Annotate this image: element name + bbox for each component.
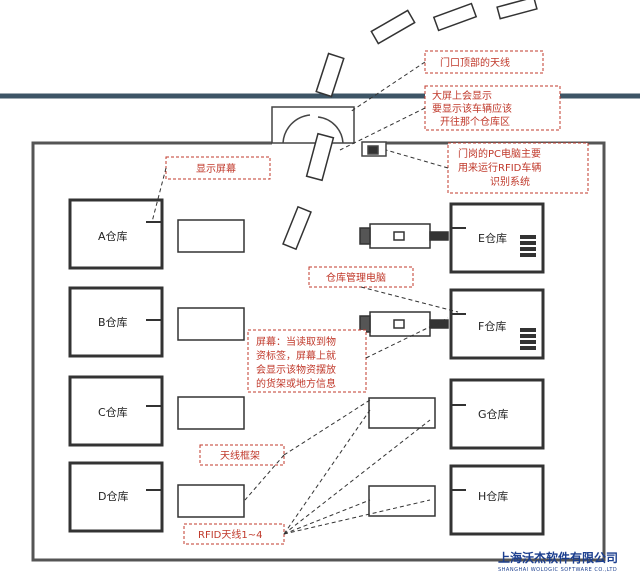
warehouse-b-label: B仓库 xyxy=(98,315,128,329)
antenna-frames-right xyxy=(368,397,436,517)
callout-boxes xyxy=(165,50,589,545)
callout-gate-pc-line1: 门岗的PC电脑主要 xyxy=(458,147,541,160)
callout-screen-note-line3: 会显示该物资摆放 xyxy=(256,363,336,376)
callout-gate-antenna: 门口顶部的天线 xyxy=(440,56,510,69)
warehouse-a-label: A仓库 xyxy=(98,229,128,243)
company-logo: 上海沃杰软件有限公司 SHANGHAI WOLOGIC SOFTWARE CO.… xyxy=(498,550,618,573)
callout-rfid-antenna: RFID天线1~4 xyxy=(198,528,262,541)
gate-house xyxy=(271,106,387,157)
warehouse-d-label: D仓库 xyxy=(98,489,128,503)
truck-f xyxy=(359,311,449,337)
company-name-en: SHANGHAI WOLOGIC SOFTWARE CO.,LTD xyxy=(498,567,617,573)
warehouse-f-label: F仓库 xyxy=(478,319,506,333)
callout-screen-note-line1: 屏幕：当读取到物 xyxy=(256,335,336,348)
callout-gate-screen-line1: 大屏上会显示 xyxy=(432,89,492,102)
callout-screen-note-line4: 的货架或地方信息 xyxy=(256,377,336,390)
callout-gate-screen-line3: 开往那个仓库区 xyxy=(440,115,510,128)
callout-gate-pc-line2: 用来运行RFID车辆 xyxy=(458,161,541,174)
warehouse-c xyxy=(68,375,164,447)
warehouse-a xyxy=(68,198,164,270)
callout-gate-screen-line2: 要显示该车辆应该 xyxy=(432,102,512,115)
callout-antenna-frame: 天线框架 xyxy=(220,449,260,462)
warehouse-g-label: G仓库 xyxy=(478,407,509,421)
warehouse-e-label: E仓库 xyxy=(478,231,507,245)
truck-e xyxy=(359,223,449,249)
warehouse-b xyxy=(68,286,164,358)
warehouse-h-label: H仓库 xyxy=(478,489,508,503)
callout-screen-note-line2: 资标签，屏幕上就 xyxy=(256,349,336,362)
warehouse-c-label: C仓库 xyxy=(98,405,128,419)
company-name: 上海沃杰软件有限公司 xyxy=(498,550,618,565)
antenna-frames-left xyxy=(177,219,245,518)
warehouse-d xyxy=(68,461,164,533)
warehouse-f xyxy=(449,288,545,360)
warehouse-h xyxy=(449,464,545,536)
callout-display-screen: 显示屏幕 xyxy=(196,162,236,175)
leader-lines xyxy=(151,61,459,535)
warehouse-g xyxy=(449,378,545,450)
trucks-approaching xyxy=(282,0,538,251)
callout-gate-pc-line3: 识别系统 xyxy=(490,175,530,188)
warehouse-e xyxy=(449,202,545,274)
callout-warehouse-pc: 仓库管理电脑 xyxy=(326,271,386,284)
